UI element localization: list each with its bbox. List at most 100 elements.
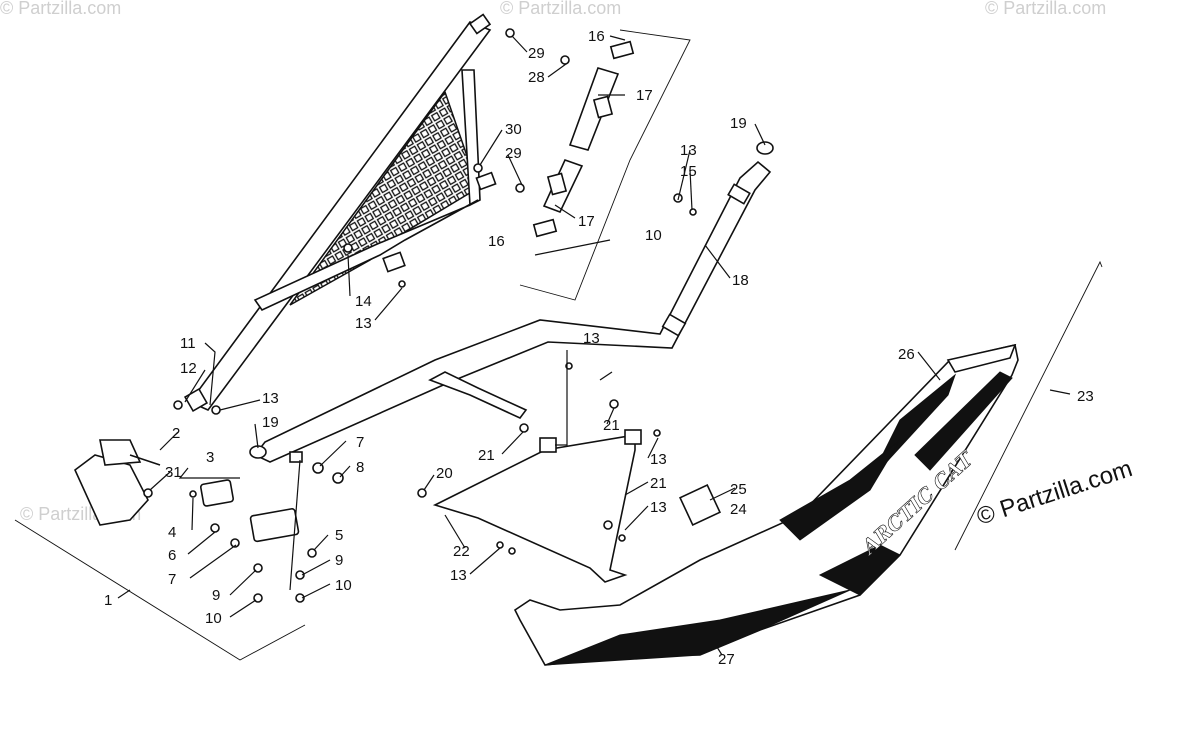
callout-21-a: 21 (478, 447, 495, 464)
washer-13e (653, 429, 661, 437)
frame-hinge-bottom (183, 387, 209, 413)
callout-9-left: 9 (212, 587, 220, 604)
callout-13-e: 13 (650, 451, 667, 468)
washer-4 (189, 490, 197, 498)
callout-19-top: 19 (730, 115, 747, 132)
upper-door-frame (183, 13, 497, 413)
strap-upper (568, 67, 620, 151)
washer-13c (211, 405, 221, 415)
callout-2: 2 (172, 425, 180, 442)
tube-mount-plate (289, 451, 303, 463)
screw-21a (519, 423, 529, 433)
screw-20 (417, 488, 427, 498)
lower-door-frame (432, 429, 642, 583)
screw-21c (603, 520, 613, 530)
washer-13f (618, 534, 626, 542)
side-panel-group-bracket (954, 260, 1103, 551)
frame-bracket-mid (382, 251, 406, 273)
group1-bracket (14, 519, 306, 661)
callout-labels: 1 2 3 4 5 6 7 7 8 9 9 10 10 10 11 12 13 … (104, 28, 1094, 668)
frame-bracket-right (475, 171, 497, 191)
callout-10-left: 10 (205, 610, 222, 627)
callout-4: 4 (168, 524, 176, 541)
washer-13g (496, 541, 504, 549)
callout-23: 23 (1077, 388, 1094, 405)
callout-11: 11 (180, 335, 196, 352)
screw-28 (560, 55, 570, 65)
screw-10c (253, 593, 263, 603)
watermark-faint-3: © Partzilla.com (985, 0, 1106, 18)
callout-13-b: 13 (355, 315, 372, 332)
washer-7b (230, 538, 240, 548)
strap-clip-1 (592, 95, 614, 119)
nut-5 (307, 548, 317, 558)
callout-24: 24 (730, 501, 747, 518)
tube-bracket-top (727, 183, 751, 205)
callout-5: 5 (335, 527, 343, 544)
washer-9a (295, 570, 305, 580)
latch-bracket (99, 439, 142, 466)
screw-14 (343, 243, 353, 253)
callout-6: 6 (168, 547, 176, 564)
strap-group-bracket (519, 29, 691, 301)
mount-bracket-group (14, 439, 306, 661)
strap-end-1 (609, 40, 635, 60)
watermark-partzilla: © Partzilla.com (974, 455, 1136, 531)
callout-26: 26 (898, 346, 915, 363)
callout-27: 27 (718, 651, 735, 668)
nut-8 (332, 472, 344, 484)
callout-16-top: 16 (588, 28, 605, 45)
frame-hinge-top (468, 13, 492, 35)
callout-28: 28 (528, 69, 545, 86)
callout-13-a: 13 (262, 390, 279, 407)
latch-spring (129, 454, 161, 466)
leader-lines (117, 35, 1071, 656)
main-tube-bar (249, 141, 774, 463)
callout-15: 15 (680, 163, 697, 180)
screw-10b (295, 593, 305, 603)
callout-1: 1 (104, 592, 112, 609)
callout-22: 22 (453, 543, 470, 560)
callout-29-top: 29 (528, 45, 545, 62)
callout-21-c: 21 (650, 475, 667, 492)
callout-13-d: 13 (583, 330, 600, 347)
frame-rail-bottom (253, 199, 479, 312)
tube-bar-loop (428, 371, 528, 419)
callout-17-bottom: 17 (578, 213, 595, 230)
lower-frame-rail (432, 434, 636, 583)
strap-end-2 (532, 218, 558, 238)
screw-21b (609, 399, 619, 409)
callout-20: 20 (436, 465, 453, 482)
callout-3: 3 (206, 449, 214, 466)
screw-29a (505, 28, 515, 38)
callout-7-right: 7 (356, 434, 364, 451)
washer-13h (508, 547, 516, 555)
screw-6 (210, 523, 220, 533)
tube-end-cap-right (756, 141, 774, 155)
tube-bracket-bottom (661, 313, 687, 337)
watermark-faint-1: © Partzilla.com (0, 0, 121, 18)
washer-13a (398, 280, 406, 288)
latch-plate (74, 454, 149, 526)
callout-21-b: 21 (603, 417, 620, 434)
callout-7-left: 7 (168, 571, 176, 588)
screw-12 (173, 400, 183, 410)
callout-19-left: 19 (262, 414, 279, 431)
strap-assembly (519, 29, 691, 301)
callout-30: 30 (505, 121, 522, 138)
latch-block-2 (249, 508, 300, 543)
callout-9-right: 9 (335, 552, 343, 569)
callout-16-bottom: 16 (488, 233, 505, 250)
washer-30 (473, 163, 483, 173)
callout-29-mid: 29 (505, 145, 522, 162)
callout-13-c: 13 (680, 142, 697, 159)
watermark-faint-2: © Partzilla.com (500, 0, 621, 18)
screw-31 (143, 488, 153, 498)
latch-block-1 (199, 479, 235, 507)
callout-31: 31 (165, 464, 182, 481)
callout-13-f: 13 (650, 499, 667, 516)
callout-10-right: 10 (335, 577, 352, 594)
washer-13b (689, 208, 697, 216)
side-panel-stripe-5 (818, 544, 901, 596)
